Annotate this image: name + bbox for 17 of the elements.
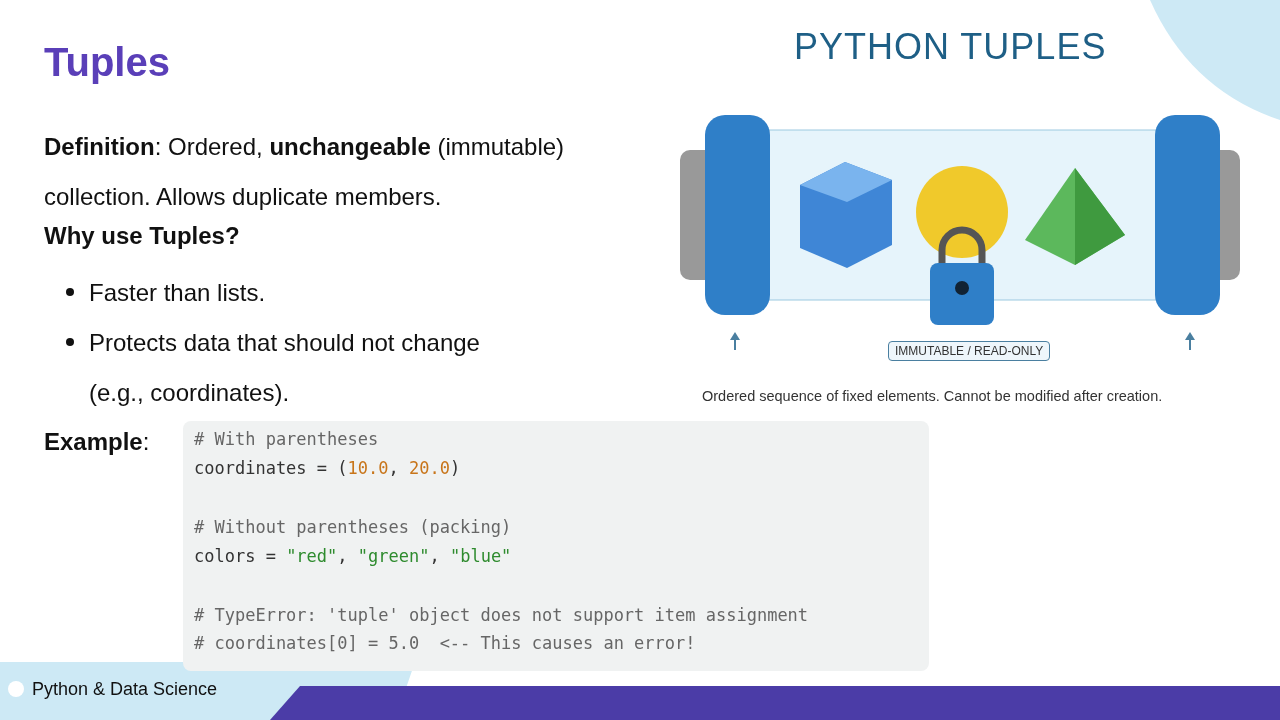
code-line: # With parentheses [194, 428, 379, 451]
illustration-heading: PYTHON TUPLES [794, 26, 1107, 68]
status-badge: IMMUTABLE / READ-ONLY [888, 341, 1051, 361]
bullet-text: Faster than lists. [89, 278, 267, 308]
definition-text: Definition: Ordered, unchangeable (immutable) collection. Allows duplicate members. [44, 132, 566, 212]
code-line: colors = "red", "green", "blue" [194, 545, 512, 568]
example-label: Example: [44, 428, 150, 456]
footer-text: Python & Data Science [32, 679, 218, 700]
slide-title: Tuples [44, 40, 170, 85]
code-line: coordinates = (10.0, 20.0) [194, 457, 461, 480]
bullet-text: Protects data that should not change (e.g., coordinates). [89, 328, 481, 408]
code-line: # Without parentheses (packing) [194, 516, 512, 539]
code-line: # coordinates[0] = 5.0 <-- This causes an error! [194, 632, 696, 655]
illustration-caption: Ordered sequence of fixed elements. Cannot be modified after creation. [702, 388, 1163, 404]
code-line: # TypeError: 'tuple' object does not support item assignment [194, 604, 809, 627]
subheading: Why use Tuples? [44, 222, 240, 250]
code-panel [183, 421, 929, 671]
